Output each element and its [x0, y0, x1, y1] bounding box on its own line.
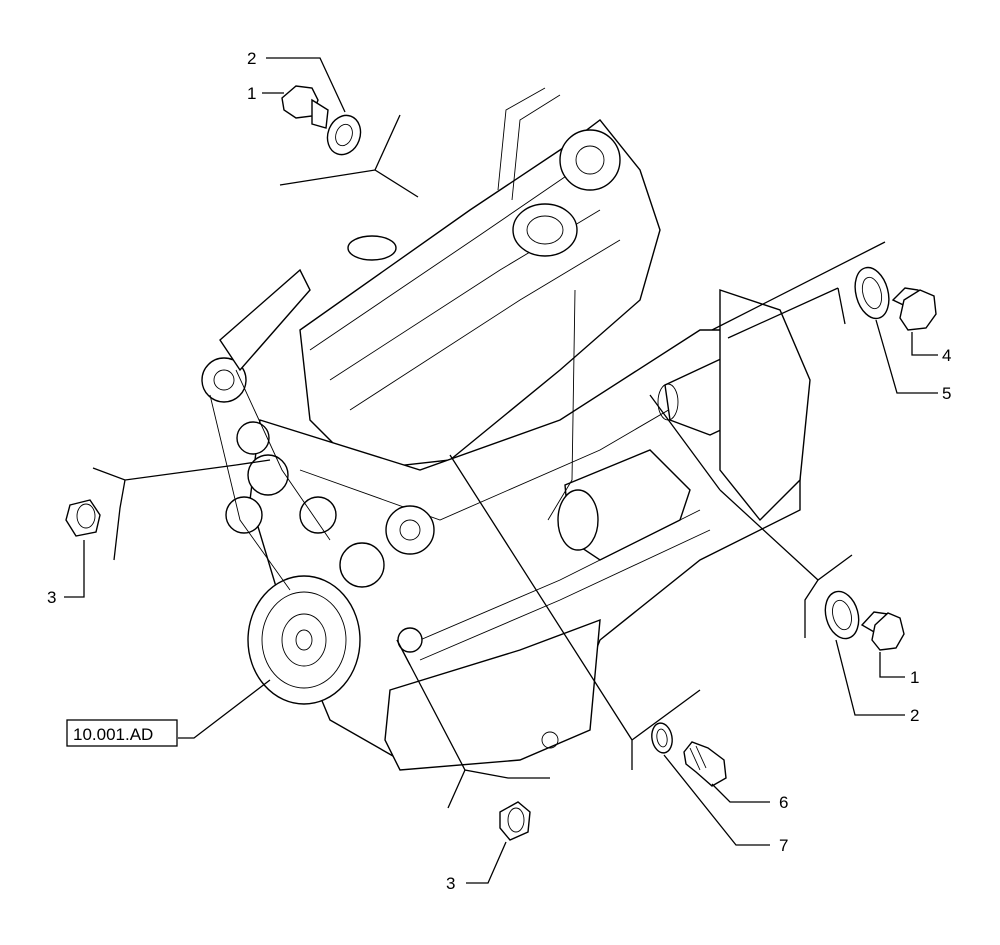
callout-1-top: 1 [247, 84, 256, 103]
callout-labels: 2 1 4 5 3 1 2 6 7 3 [47, 49, 951, 893]
sleeve-part-bottom [499, 801, 531, 841]
callout-7-bottom: 7 [779, 836, 788, 855]
plug-part-right-upper [891, 287, 937, 331]
leader-lines [64, 57, 938, 884]
plug-part-top [281, 85, 329, 129]
plug-part-right-lower [860, 611, 905, 651]
reference-label[interactable]: 10.001.AD [73, 725, 153, 744]
plug-part-bottom [683, 741, 727, 787]
sleeve-part-left [65, 499, 101, 537]
reference-link-box[interactable]: 10.001.AD [66, 719, 178, 747]
washer-part-top [326, 114, 362, 156]
callout-1-right: 1 [910, 668, 919, 687]
washer-part-right [854, 266, 890, 320]
callout-5-right: 5 [942, 384, 951, 403]
engine-illustration [201, 87, 811, 771]
callout-3-left: 3 [47, 588, 56, 607]
callout-3-bottom: 3 [446, 874, 455, 893]
callout-6-bottom: 6 [779, 793, 788, 812]
washer-part-bottom [651, 722, 673, 754]
callout-2-top: 2 [247, 49, 256, 68]
washer-part-right-lower [824, 590, 860, 640]
callout-4-right: 4 [942, 346, 951, 365]
callout-2-right: 2 [910, 706, 919, 725]
